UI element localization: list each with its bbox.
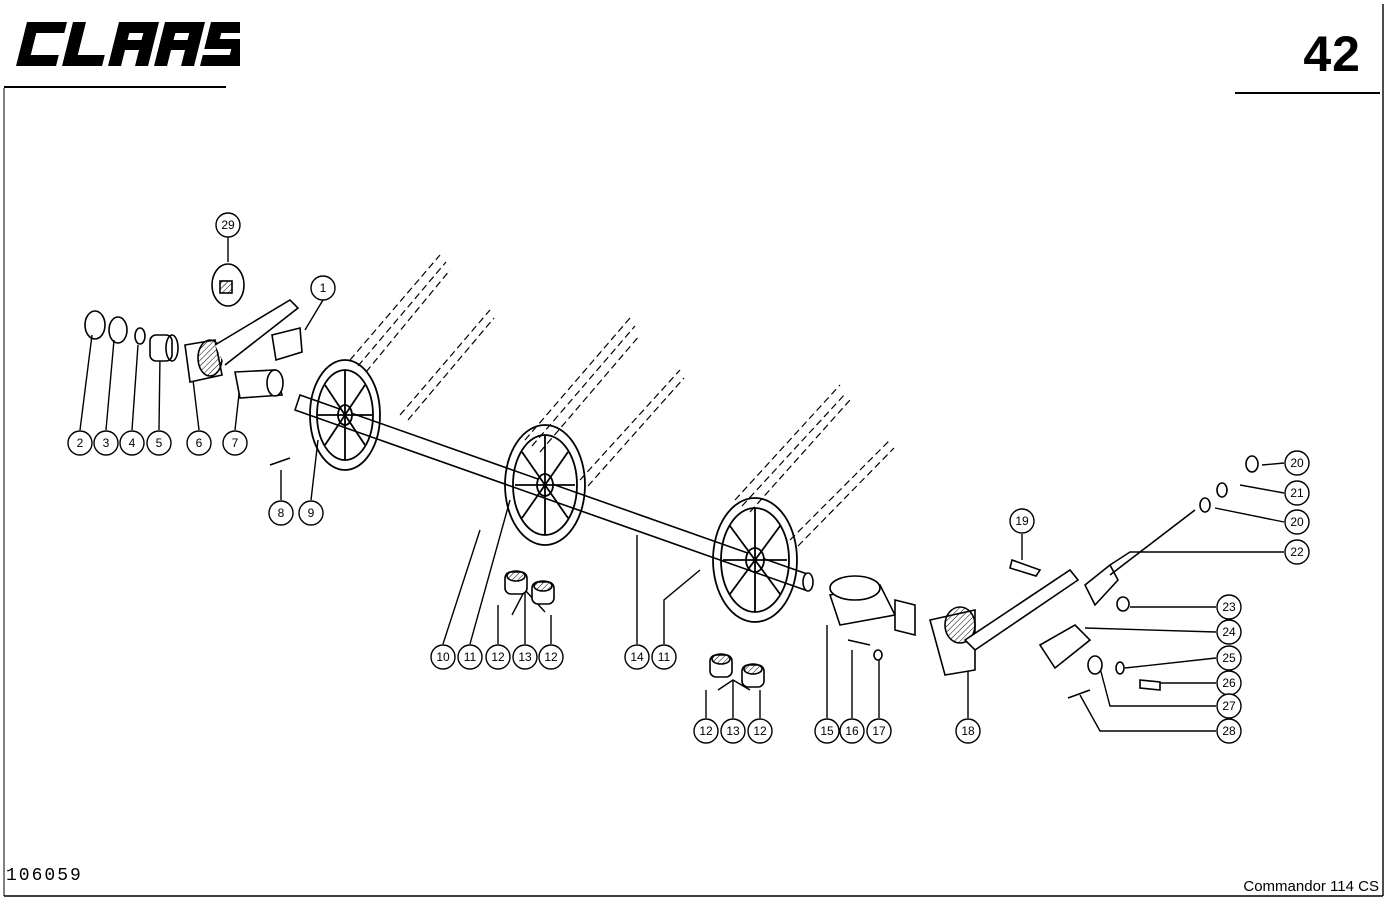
svg-text:14: 14 <box>630 650 644 664</box>
callout-25: 25 <box>1216 645 1242 671</box>
svg-text:17: 17 <box>872 724 886 738</box>
svg-text:4: 4 <box>129 436 136 450</box>
svg-text:19: 19 <box>1015 514 1029 528</box>
chain-guide-lines <box>349 254 895 547</box>
svg-text:12: 12 <box>753 724 767 738</box>
svg-text:5: 5 <box>156 436 163 450</box>
callout-28: 28 <box>1216 718 1242 744</box>
callout-20b: 20 <box>1284 509 1310 535</box>
svg-text:20: 20 <box>1290 515 1304 529</box>
svg-text:29: 29 <box>221 218 235 232</box>
svg-text:10: 10 <box>436 650 450 664</box>
svg-text:6: 6 <box>196 436 203 450</box>
callout-12b: 12 <box>538 644 564 670</box>
leader-lines <box>79 237 1285 732</box>
svg-text:13: 13 <box>518 650 532 664</box>
callout-11b: 11 <box>651 644 677 670</box>
callout-22: 22 <box>1284 539 1310 565</box>
bushings <box>504 570 765 688</box>
svg-text:1: 1 <box>320 281 327 295</box>
callout-13a: 13 <box>512 644 538 670</box>
svg-text:28: 28 <box>1222 724 1236 738</box>
callout-11a: 11 <box>457 644 483 670</box>
callout-21: 21 <box>1284 480 1310 506</box>
svg-text:11: 11 <box>658 650 671 664</box>
svg-text:18: 18 <box>961 724 975 738</box>
callout-15: 15 <box>814 718 840 744</box>
svg-text:2: 2 <box>77 436 84 450</box>
callout-24: 24 <box>1216 619 1242 645</box>
callout-12c: 12 <box>693 718 719 744</box>
svg-text:11: 11 <box>464 650 477 664</box>
callout-8: 8 <box>268 500 294 526</box>
svg-text:3: 3 <box>103 436 110 450</box>
right-lever-group <box>828 455 1259 699</box>
svg-text:27: 27 <box>1222 699 1236 713</box>
svg-text:26: 26 <box>1222 676 1236 690</box>
callout-27: 27 <box>1216 693 1242 719</box>
callout-2: 2 <box>67 430 93 456</box>
svg-text:23: 23 <box>1222 600 1236 614</box>
callout-12a: 12 <box>485 644 511 670</box>
svg-text:21: 21 <box>1290 486 1304 500</box>
svg-text:12: 12 <box>491 650 505 664</box>
callout-7: 7 <box>222 430 248 456</box>
callout-4: 4 <box>119 430 145 456</box>
svg-text:12: 12 <box>544 650 558 664</box>
callout-12d: 12 <box>747 718 773 744</box>
callout-18: 18 <box>955 718 981 744</box>
callout-20a: 20 <box>1284 450 1310 476</box>
callout-9: 9 <box>298 500 324 526</box>
svg-text:22: 22 <box>1290 545 1304 559</box>
svg-text:7: 7 <box>232 436 239 450</box>
callout-29: 29 <box>215 212 241 238</box>
callout-3: 3 <box>93 430 119 456</box>
svg-text:12: 12 <box>699 724 713 738</box>
callout-5: 5 <box>146 430 172 456</box>
callout-16: 16 <box>839 718 865 744</box>
callout-13b: 13 <box>720 718 746 744</box>
svg-text:8: 8 <box>278 506 285 520</box>
callout-14: 14 <box>624 644 650 670</box>
machine-model: Commandor 114 CS <box>1243 878 1379 895</box>
drawing-reference-code: 106059 <box>6 866 83 886</box>
svg-text:13: 13 <box>726 724 740 738</box>
svg-text:15: 15 <box>820 724 834 738</box>
callout-19: 19 <box>1009 508 1035 534</box>
callout-17: 17 <box>866 718 892 744</box>
callout-10: 10 <box>430 644 456 670</box>
svg-text:9: 9 <box>308 506 315 520</box>
callout-26: 26 <box>1216 670 1242 696</box>
svg-text:24: 24 <box>1222 625 1236 639</box>
callout-1: 1 <box>310 275 336 301</box>
svg-text:16: 16 <box>845 724 859 738</box>
callout-23: 23 <box>1216 594 1242 620</box>
callout-6: 6 <box>186 430 212 456</box>
svg-text:25: 25 <box>1222 651 1236 665</box>
svg-text:20: 20 <box>1290 456 1304 470</box>
